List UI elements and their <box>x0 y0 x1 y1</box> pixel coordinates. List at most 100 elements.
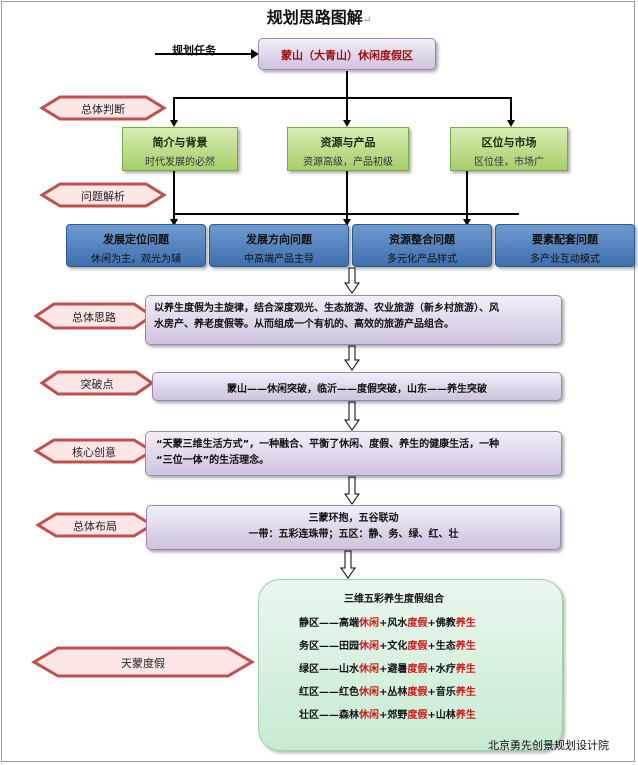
judgment-sub: 资源高级，产品初级 <box>303 157 393 168</box>
problem-sub: 中高端产品主导 <box>244 254 314 265</box>
arrow-j2 <box>343 120 351 127</box>
label-analysis: 问题解析 <box>81 190 125 203</box>
resort-rows: 静区——高端休闲+风水度假+佛教养生务区——田园休闲+文化度假+生态养生绿区——… <box>299 616 562 724</box>
connector-j3-down <box>466 171 468 214</box>
resort-row-text: 山水 <box>339 664 359 675</box>
resort-row-text: 红区—— <box>299 687 339 698</box>
resort-row-keyword: 休闲 <box>359 618 379 629</box>
connector-j2 <box>346 97 348 121</box>
resort-row-text: 静区—— <box>299 618 339 629</box>
layout-line-1: 三蒙环抱，五谷联动 <box>308 513 399 524</box>
resort-row-keyword: 养生 <box>455 618 476 629</box>
resort-row-text: +生态 <box>427 641 456 652</box>
creative-line-1: “天蒙三维生活方式”，一种融合、平衡了休闲、度假、养生的健康生活，一种 <box>156 439 500 450</box>
thinking-box: 以养生度假为主旋律，结合深度观光、生态旅游、农业旅游（新乡村旅游）、风 水房产、… <box>145 295 562 345</box>
judgment-box-intro: 简介与背景 时代发展的必然 <box>122 127 238 171</box>
problem-box-positioning: 发展定位问题 休闲为主，观光为辅 <box>66 224 206 267</box>
layout-box: 三蒙环抱，五谷联动 一带：五彩连珠带；五区：静、务、绿、红、壮 <box>146 505 561 550</box>
judgment-sub: 时代发展的必然 <box>145 157 215 168</box>
resort-row-text: +水疗 <box>427 664 456 675</box>
problem-sub: 多产业互动模式 <box>530 254 600 265</box>
problem-title: 发展方向问题 <box>246 233 312 246</box>
problem-title: 要素配套问题 <box>532 233 598 246</box>
problem-sub: 多元化产品样式 <box>387 254 457 265</box>
resort-row-text: +文化 <box>379 641 408 652</box>
problem-box-direction: 发展方向问题 中高端产品主导 <box>209 224 349 267</box>
resort-box: 三维五彩养生度假组合 静区——高端休闲+风水度假+佛教养生务区——田园休闲+文化… <box>258 579 563 751</box>
resort-row: 绿区——山水休闲+避暑度假+水疗养生 <box>299 662 562 678</box>
resort-row-keyword: 休闲 <box>359 710 379 721</box>
resort-row-text: +佛教 <box>427 618 456 629</box>
problem-box-elements: 要素配套问题 多产业互动模式 <box>495 224 635 267</box>
arrow-j1 <box>170 120 178 127</box>
resort-row-keyword: 休闲 <box>359 687 379 698</box>
resort-row-text: +郊野 <box>379 710 408 721</box>
resort-row: 静区——高端休闲+风水度假+佛教养生 <box>299 616 562 632</box>
judgment-sub: 区位佳，市场广 <box>474 157 544 168</box>
connector-judgment-bar <box>173 97 511 99</box>
connector-j1 <box>173 97 175 121</box>
resort-row-text: +风水 <box>379 618 408 629</box>
resort-row-keyword: 度假 <box>407 641 428 652</box>
resort-row-keyword: 休闲 <box>359 641 379 652</box>
resort-row-text: 务区—— <box>299 641 339 652</box>
arrow-p1 <box>170 219 178 226</box>
connector-p-left <box>173 213 175 223</box>
resort-row: 壮区——森林休闲+郊野度假+山林养生 <box>299 708 562 724</box>
resort-row-keyword: 度假 <box>407 664 428 675</box>
label-layout: 总体布局 <box>73 520 117 533</box>
label-breakthrough: 突破点 <box>80 378 114 391</box>
judgment-box-resources: 资源与产品 资源高级，产品初级 <box>287 127 409 171</box>
problem-title: 资源整合问题 <box>389 233 455 246</box>
resort-row: 务区——田园休闲+文化度假+生态养生 <box>299 639 562 655</box>
flow-arrow-3 <box>344 401 360 431</box>
flow-arrow-2 <box>344 345 360 371</box>
resort-row-keyword: 养生 <box>455 710 476 721</box>
resort-row-text: 绿区—— <box>299 664 339 675</box>
connector-j2-down <box>346 171 348 214</box>
arrow-j3 <box>507 120 515 127</box>
hex-resort <box>31 646 255 678</box>
label-thinking: 总体思路 <box>72 311 116 324</box>
flow-arrow-1 <box>344 267 360 294</box>
connector-p-mid <box>346 213 348 223</box>
resort-row-keyword: 度假 <box>407 710 428 721</box>
task-box: 蒙山（大青山）休闲度假区 <box>258 38 436 70</box>
creative-line-2: “三位一体”的生活理念。 <box>156 455 270 466</box>
judgment-box-location: 区位与市场 区位佳，市场广 <box>450 127 568 171</box>
resort-row: 红区——红色休闲+丛林度假+音乐养生 <box>299 685 562 701</box>
flow-arrow-5 <box>340 550 356 579</box>
problem-title: 发展定位问题 <box>103 233 169 246</box>
thinking-line-1: 以养生度假为主旋律，结合深度观光、生态旅游、农业旅游（新乡村旅游）、风 <box>154 303 499 314</box>
judgment-title: 资源与产品 <box>320 136 376 149</box>
connector-j1-down <box>173 171 175 214</box>
resort-row-text: +音乐 <box>427 687 456 698</box>
label-creative: 核心创意 <box>72 446 116 459</box>
label-judgment: 总体判断 <box>81 103 125 116</box>
problem-box-integration: 资源整合问题 多元化产品样式 <box>352 224 492 267</box>
resort-row-text: +丛林 <box>379 687 408 698</box>
label-resort: 天蒙度假 <box>121 657 165 670</box>
arrow-p2 <box>343 219 351 226</box>
hex-judgment <box>39 95 167 121</box>
resort-row-text: 田园 <box>339 641 359 652</box>
judgment-title: 区位与市场 <box>481 136 537 149</box>
task-arrow-line <box>155 53 252 55</box>
layout-line-2: 一带：五彩连珠带；五区：静、务、绿、红、壮 <box>248 529 459 540</box>
connector-p-right <box>466 213 468 223</box>
resort-heading: 三维五彩养生度假组合 <box>344 594 444 605</box>
resort-row-text: +山林 <box>427 710 456 721</box>
judgment-title: 简介与背景 <box>152 136 208 149</box>
credit: 北京勇先创景规划设计院 <box>488 739 609 752</box>
problem-sub: 休闲为主，观光为辅 <box>91 254 181 265</box>
resort-row-text: 高端 <box>339 618 359 629</box>
thinking-line-2: 水房产、养老度假等。从而组成一个有机的、高效的旅游产品组合。 <box>154 319 454 330</box>
breakthrough-text: 蒙山——休闲突破，临沂——度假突破，山东——养生突破 <box>227 384 487 395</box>
page-title: 规划思路图解↵ <box>266 8 372 27</box>
arrow-p3 <box>463 219 471 226</box>
breakthrough-box: 蒙山——休闲突破，临沂——度假突破，山东——养生突破 <box>152 372 562 401</box>
resort-row-text: 森林 <box>339 710 359 721</box>
resort-row-keyword: 养生 <box>455 664 476 675</box>
